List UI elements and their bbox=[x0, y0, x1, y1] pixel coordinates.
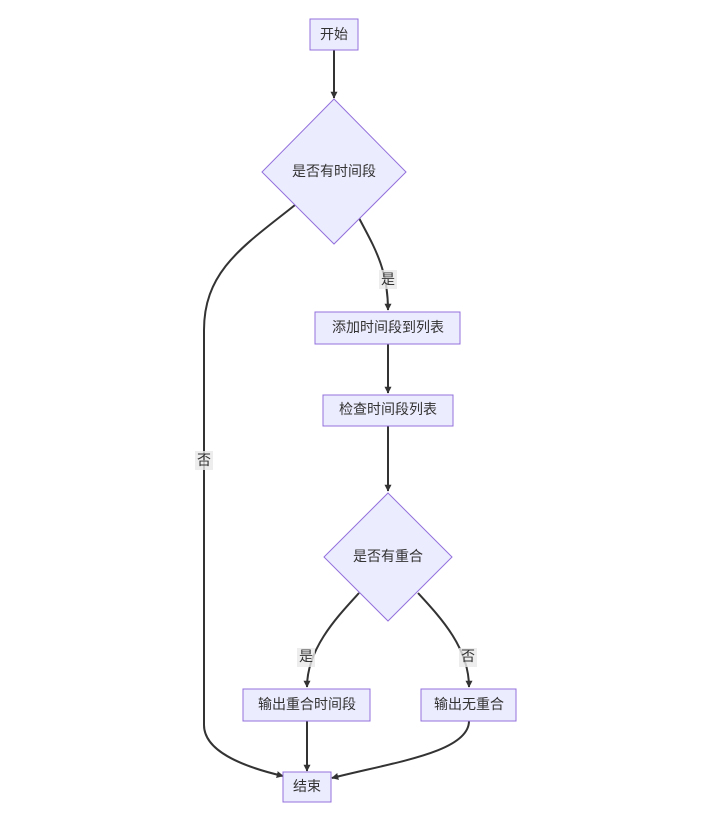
node-label: 开始 bbox=[320, 27, 348, 43]
node-has-periods: 是否有时间段 bbox=[261, 98, 407, 245]
node-add-to-list: 添加时间段到列表 bbox=[314, 311, 461, 345]
edge-label-has-periods-no: 否 bbox=[195, 451, 213, 470]
node-label: 添加时间段到列表 bbox=[332, 320, 444, 336]
nodes: 开始 是否有时间段 添加时间段到列表 检查时间段列表 是否有重合 输出重合时间段… bbox=[242, 18, 517, 803]
edge-label-text: 是 bbox=[299, 649, 313, 665]
node-label: 是否有时间段 bbox=[292, 164, 376, 180]
edge-output-none-to-end bbox=[331, 720, 470, 780]
node-label: 输出无重合 bbox=[434, 697, 504, 713]
node-start: 开始 bbox=[309, 18, 359, 51]
node-label: 输出重合时间段 bbox=[258, 697, 356, 713]
edge-label-has-overlap-yes: 是 bbox=[297, 648, 315, 667]
node-end: 结束 bbox=[282, 771, 332, 803]
node-has-overlap: 是否有重合 bbox=[323, 492, 453, 622]
edge-label-has-overlap-no: 否 bbox=[459, 648, 477, 667]
node-label: 检查时间段列表 bbox=[339, 402, 437, 418]
node-label: 结束 bbox=[293, 779, 321, 795]
node-output-overlap: 输出重合时间段 bbox=[242, 688, 371, 722]
edge-has-periods-yes bbox=[358, 217, 392, 311]
edge-has-overlap-no bbox=[417, 592, 473, 688]
edge-labels: 是 否 是 否 bbox=[195, 270, 477, 667]
node-check-list: 检查时间段列表 bbox=[322, 394, 454, 427]
edge-has-periods-no bbox=[203, 204, 296, 778]
edge-label-has-periods-yes: 是 bbox=[379, 270, 397, 289]
edge-label-text: 是 bbox=[381, 272, 395, 288]
edges bbox=[203, 50, 473, 780]
edge-has-overlap-yes bbox=[303, 592, 360, 688]
node-label: 是否有重合 bbox=[353, 549, 423, 565]
edge-label-text: 否 bbox=[197, 453, 211, 469]
edge-label-text: 否 bbox=[461, 649, 475, 665]
node-output-none: 输出无重合 bbox=[420, 688, 517, 722]
